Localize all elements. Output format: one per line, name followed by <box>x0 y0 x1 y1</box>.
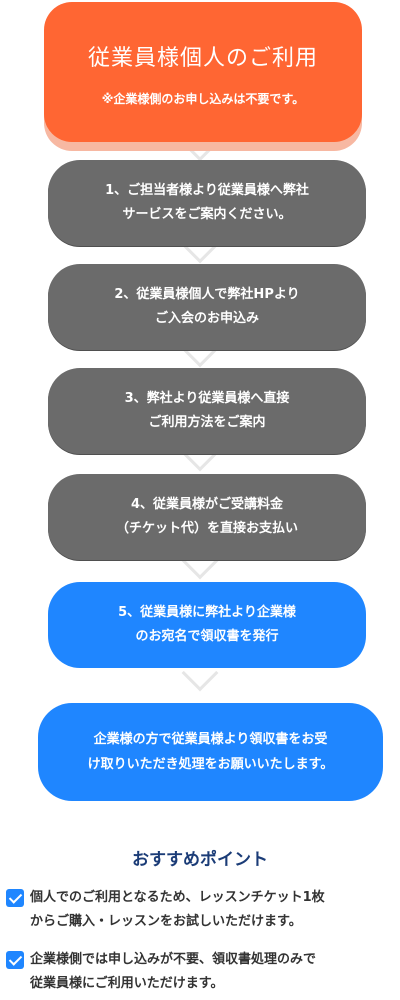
header-note: ※企業様側のお申し込みは不要です。 <box>101 92 305 106</box>
flow-step-5: 5、従業員様に弊社より企業様 のお宛名で領収書を発行 <box>48 582 366 668</box>
flow-step-label: 1、ご担当者様より従業員様へ弊社 サービスをご案内ください。 <box>105 182 309 222</box>
flow-step-4: 4、従業員様がご受講料金 （チケット代）を直接お支払い <box>48 474 366 560</box>
flow-step-3: 3、弊社より従業員様へ直接 ご利用方法をご案内 <box>48 368 366 454</box>
flow-step-label: 3、弊社より従業員様へ直接 ご利用方法をご案内 <box>124 390 290 430</box>
recommend-point-text: 個人でのご利用となるため、レッスンチケット1枚 からご購入・レッスンをお試しいた… <box>30 890 325 930</box>
final-instruction-label: 企業様の方で従業員様より領収書をお受 け取りいただき処理をお願いいたします。 <box>87 731 334 772</box>
final-instruction: 企業様の方で従業員様より領収書をお受 け取りいただき処理をお願いいたします。 <box>38 703 383 801</box>
flow-step-label: 4、従業員様がご受講料金 （チケット代）を直接お支払い <box>115 496 298 536</box>
check-icon <box>6 889 24 907</box>
header-card: 従業員様個人のご利用 ※企業様側のお申し込みは不要です。 <box>44 2 362 142</box>
flow-step-label: 5、従業員様に弊社より企業様 のお宛名で領収書を発行 <box>118 604 296 644</box>
flow-step-label: 2、従業員様個人で弊社HPより ご入会のお申込み <box>114 286 300 326</box>
recommend-point-2: 企業様側では申し込みが不要、領収書処理のみで 従業員様にご利用いただけます。 <box>6 948 394 996</box>
flow-step-2: 2、従業員様個人で弊社HPより ご入会のお申込み <box>48 264 366 350</box>
recommend-point-text: 企業様側では申し込みが不要、領収書処理のみで 従業員様にご利用いただけます。 <box>30 952 317 992</box>
check-icon <box>6 951 24 969</box>
flow-step-1: 1、ご担当者様より従業員様へ弊社 サービスをご案内ください。 <box>48 160 366 246</box>
recommend-title: おすすめポイント <box>132 850 268 870</box>
header-title: 従業員様個人のご利用 <box>87 46 318 71</box>
recommend-point-1: 個人でのご利用となるため、レッスンチケット1枚 からご購入・レッスンをお試しいた… <box>6 886 394 934</box>
